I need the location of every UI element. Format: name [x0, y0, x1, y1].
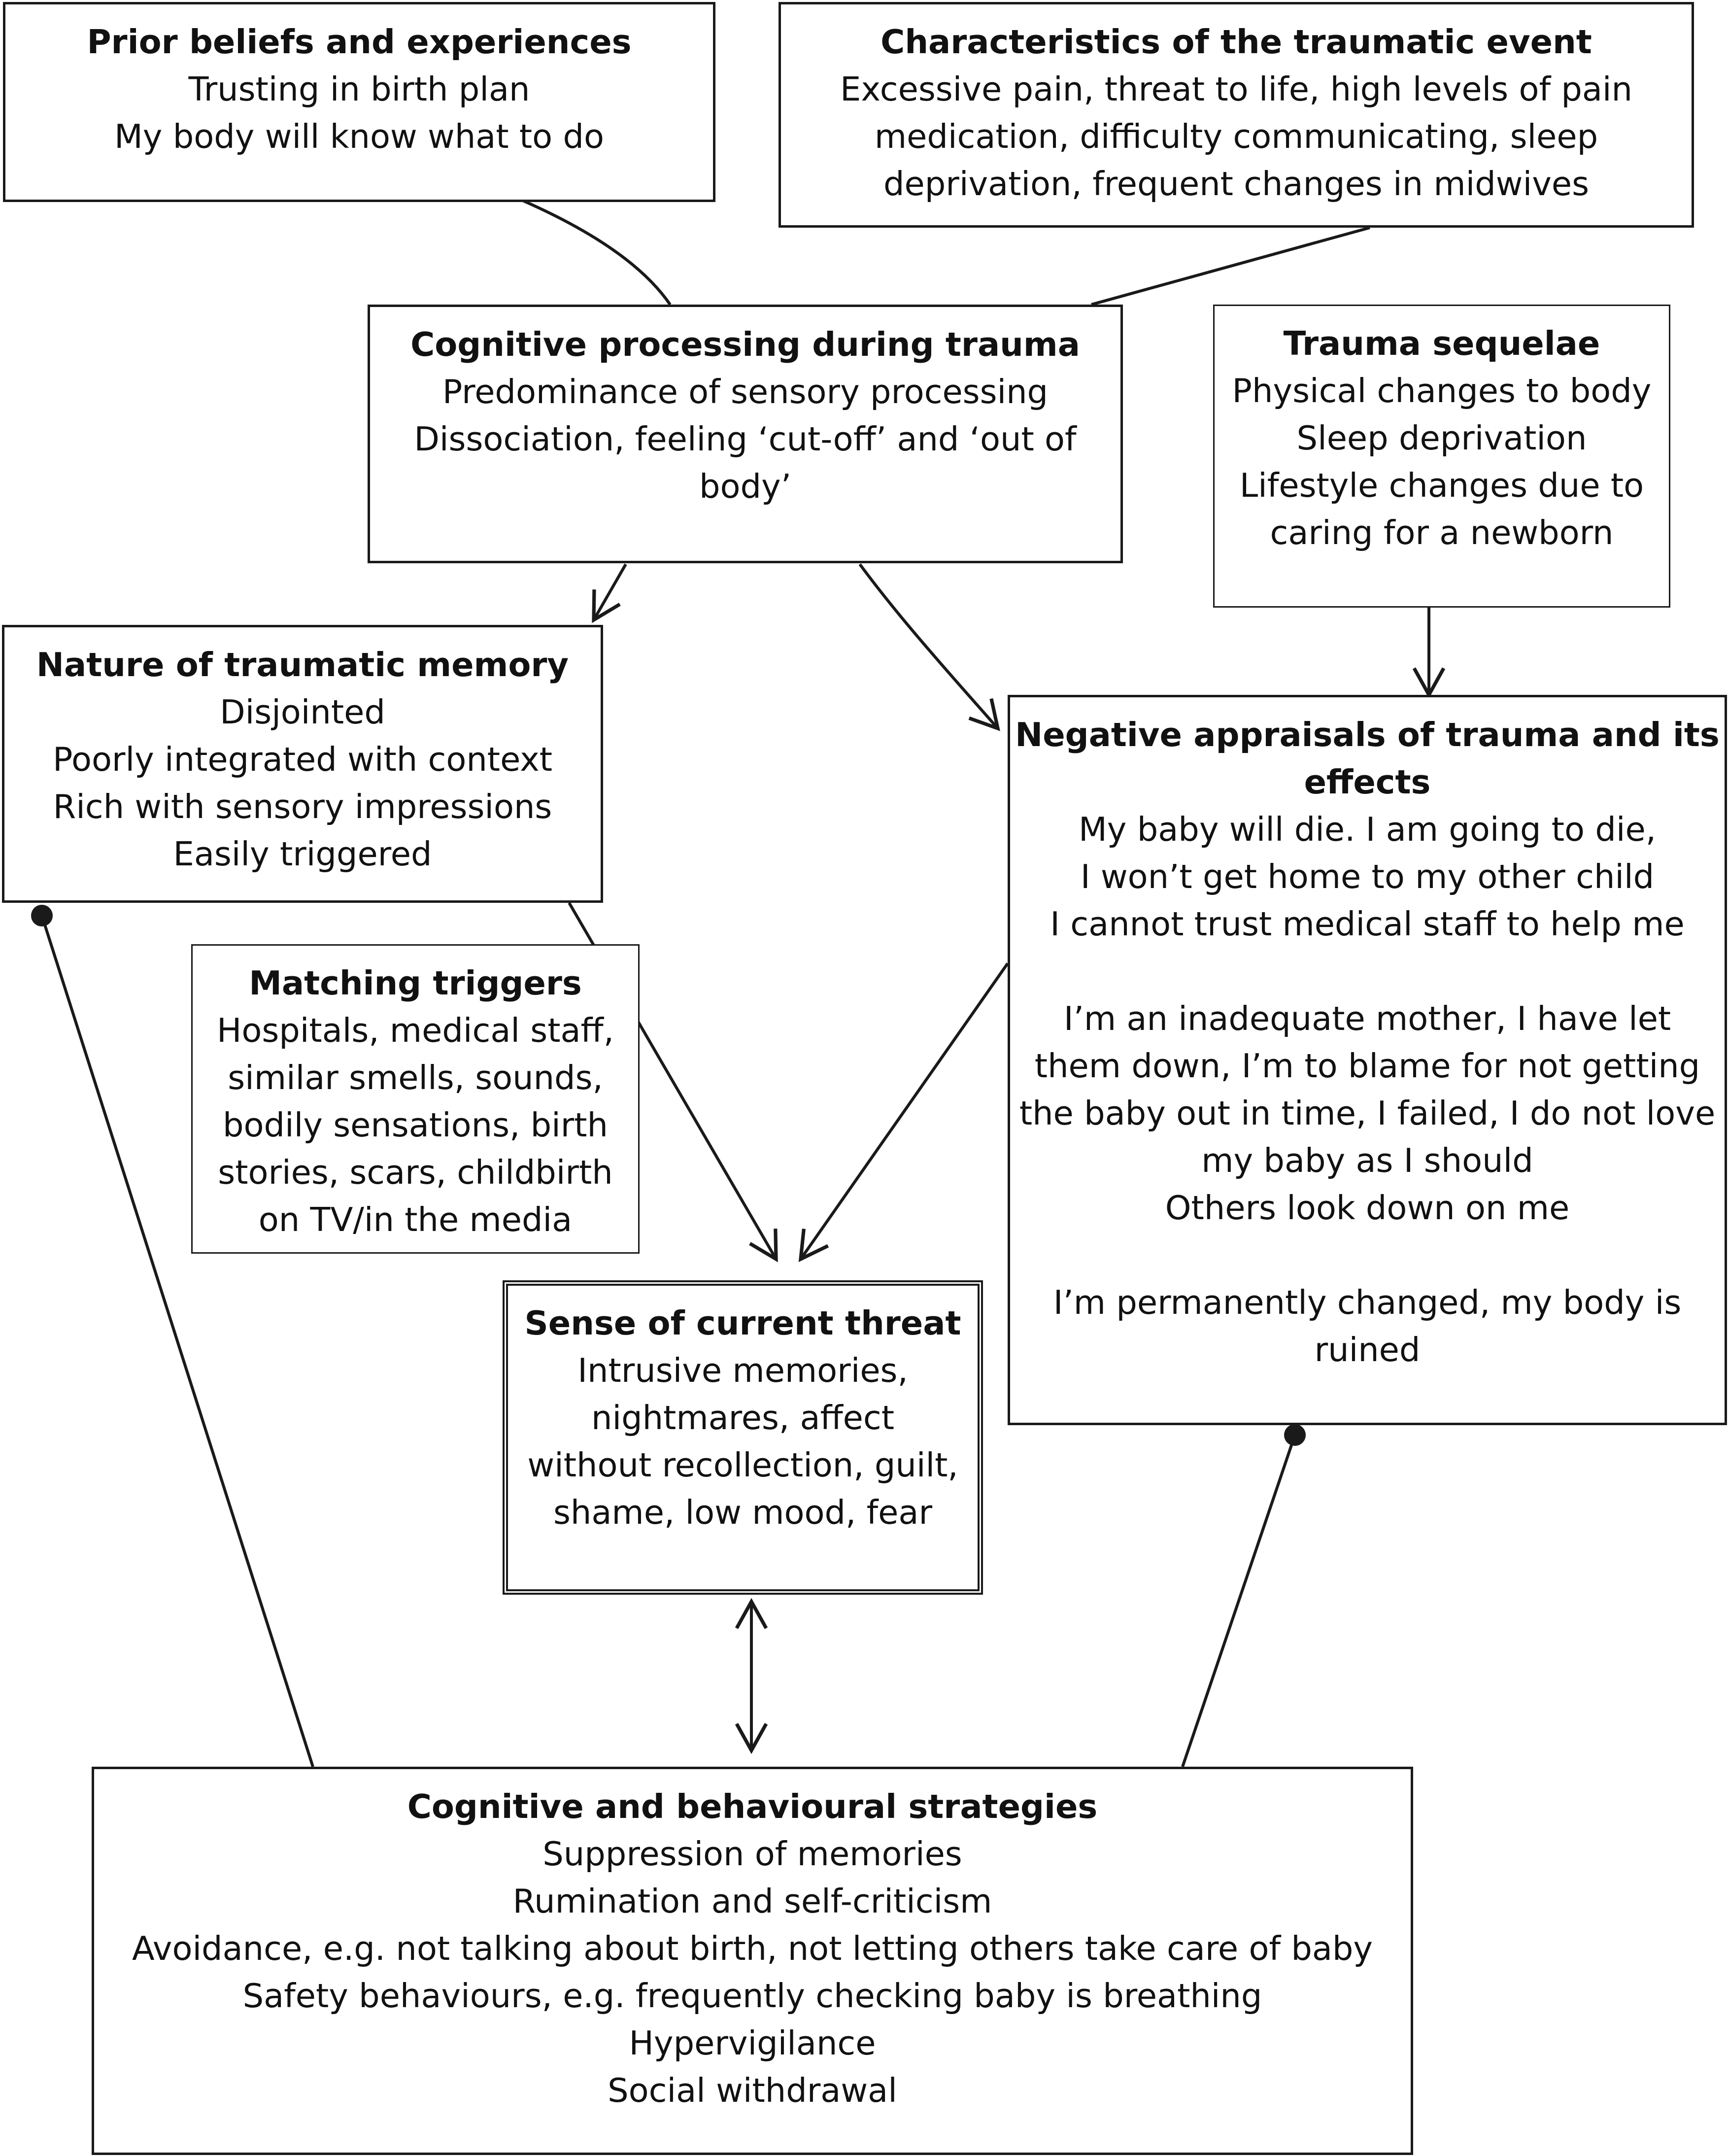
cognitive-processing-title: Cognitive processing during trauma: [410, 325, 1080, 364]
connector-event-to-processing: [1091, 226, 1370, 306]
matching-triggers-line: similar smells, sounds,: [228, 1059, 603, 1097]
current-threat-line: without recollection, guilt,: [527, 1446, 958, 1484]
cognitive-processing-line: Predominance of sensory processing: [442, 373, 1049, 411]
traumatic-memory-line: Rich with sensory impressions: [53, 787, 552, 826]
negative-appraisals-spacer: [1010, 1232, 1725, 1279]
connector-strategies-to-appraisals: [1181, 1435, 1296, 1767]
strategies-line: Avoidance, e.g. not talking about birth,…: [132, 1929, 1373, 1968]
traumatic-memory-title: Nature of traumatic memory: [36, 646, 569, 684]
negative-appraisals-title: effects: [1304, 763, 1431, 801]
strategies-line: Safety behaviours, e.g. frequently check…: [242, 1977, 1262, 2015]
matching-triggers-title: Matching triggers: [249, 964, 582, 1002]
strategies-line: Social withdrawal: [608, 2071, 897, 2110]
arrow-appraisals-to-threat: [798, 962, 1009, 1263]
strategies-line: Hypervigilance: [629, 2024, 876, 2062]
negative-appraisals-line: My baby will die. I am going to die,: [1078, 810, 1657, 849]
negative-appraisals-line: the baby out in time, I failed, I do not…: [1019, 1094, 1716, 1132]
negative-appraisals-line: my baby as I should: [1201, 1141, 1533, 1180]
negative-appraisals-line: them down, I’m to blame for not getting: [1034, 1047, 1700, 1085]
negative-appraisals-box: Negative appraisals of trauma and its ef…: [1008, 695, 1727, 1425]
current-threat-box: Sense of current threat Intrusive memori…: [503, 1280, 983, 1595]
prior-beliefs-title: Prior beliefs and experiences: [87, 23, 632, 61]
cognitive-processing-box: Cognitive processing during trauma Predo…: [368, 305, 1123, 563]
traumatic-memory-line: Poorly integrated with context: [52, 740, 553, 779]
trauma-sequelae-title: Trauma sequelae: [1283, 324, 1600, 363]
trauma-sequelae-box: Trauma sequelae Physical changes to body…: [1213, 305, 1670, 608]
negative-appraisals-line: I won’t get home to my other child: [1080, 857, 1655, 896]
event-characteristics-box: Characteristics of the traumatic event E…: [779, 2, 1694, 228]
matching-triggers-line: bodily sensations, birth: [222, 1106, 609, 1144]
cognitive-processing-line: Dissociation, feeling ‘cut-off’ and ‘out…: [414, 420, 1077, 458]
negative-appraisals-line: Others look down on me: [1165, 1189, 1570, 1227]
connector-dot-memory: [31, 905, 53, 926]
negative-appraisals-line: I cannot trust medical staff to help me: [1050, 905, 1685, 943]
trauma-sequelae-line: Lifestyle changes due to: [1239, 466, 1644, 505]
current-threat-line: Intrusive memories,: [577, 1351, 908, 1390]
connector-dot-appraisals: [1284, 1424, 1306, 1446]
strategies-line: Suppression of memories: [542, 1835, 962, 1873]
traumatic-memory-line: Disjointed: [220, 693, 385, 731]
prior-beliefs-line: My body will know what to do: [114, 117, 604, 156]
matching-triggers-line: Hospitals, medical staff,: [217, 1011, 614, 1050]
strategies-title: Cognitive and behavioural strategies: [407, 1787, 1098, 1826]
event-characteristics-line: medication, difficulty communicating, sl…: [874, 117, 1598, 156]
strategies-line: Rumination and self-criticism: [512, 1882, 992, 1920]
negative-appraisals-line: I’m an inadequate mother, I have let: [1063, 999, 1671, 1038]
trauma-sequelae-line: Physical changes to body: [1232, 372, 1652, 410]
connector-prior-to-processing: [511, 195, 672, 306]
strategies-box: Cognitive and behavioural strategies Sup…: [92, 1767, 1413, 2155]
matching-triggers-line: on TV/in the media: [258, 1200, 573, 1239]
traumatic-memory-line: Easily triggered: [173, 835, 432, 873]
arrow-processing-to-appraisals: [858, 563, 1000, 731]
matching-triggers-box: Matching triggers Hospitals, medical sta…: [191, 944, 640, 1254]
matching-triggers-line: stories, scars, childbirth: [218, 1153, 613, 1192]
connector-strategies-to-memory: [40, 915, 314, 1767]
current-threat-title: Sense of current threat: [524, 1304, 961, 1342]
prior-beliefs-box: Prior beliefs and experiences Trusting i…: [3, 2, 715, 202]
event-characteristics-title: Characteristics of the traumatic event: [881, 23, 1592, 61]
trauma-sequelae-line: caring for a newborn: [1270, 513, 1614, 552]
negative-appraisals-spacer: [1010, 948, 1725, 995]
negative-appraisals-line: I’m permanently changed, my body is: [1053, 1283, 1682, 1322]
traumatic-memory-box: Nature of traumatic memory Disjointed Po…: [2, 625, 603, 903]
negative-appraisals-title: Negative appraisals of trauma and its: [1015, 716, 1720, 754]
trauma-sequelae-line: Sleep deprivation: [1296, 419, 1587, 457]
arrow-processing-to-memory: [592, 563, 627, 623]
cognitive-processing-line: body’: [699, 467, 791, 506]
event-characteristics-line: deprivation, frequent changes in midwive…: [883, 165, 1589, 203]
event-characteristics-line: Excessive pain, threat to life, high lev…: [840, 70, 1632, 108]
current-threat-line: shame, low mood, fear: [553, 1493, 932, 1532]
prior-beliefs-line: Trusting in birth plan: [188, 70, 530, 108]
negative-appraisals-line: ruined: [1314, 1331, 1421, 1369]
current-threat-line: nightmares, affect: [591, 1399, 894, 1437]
